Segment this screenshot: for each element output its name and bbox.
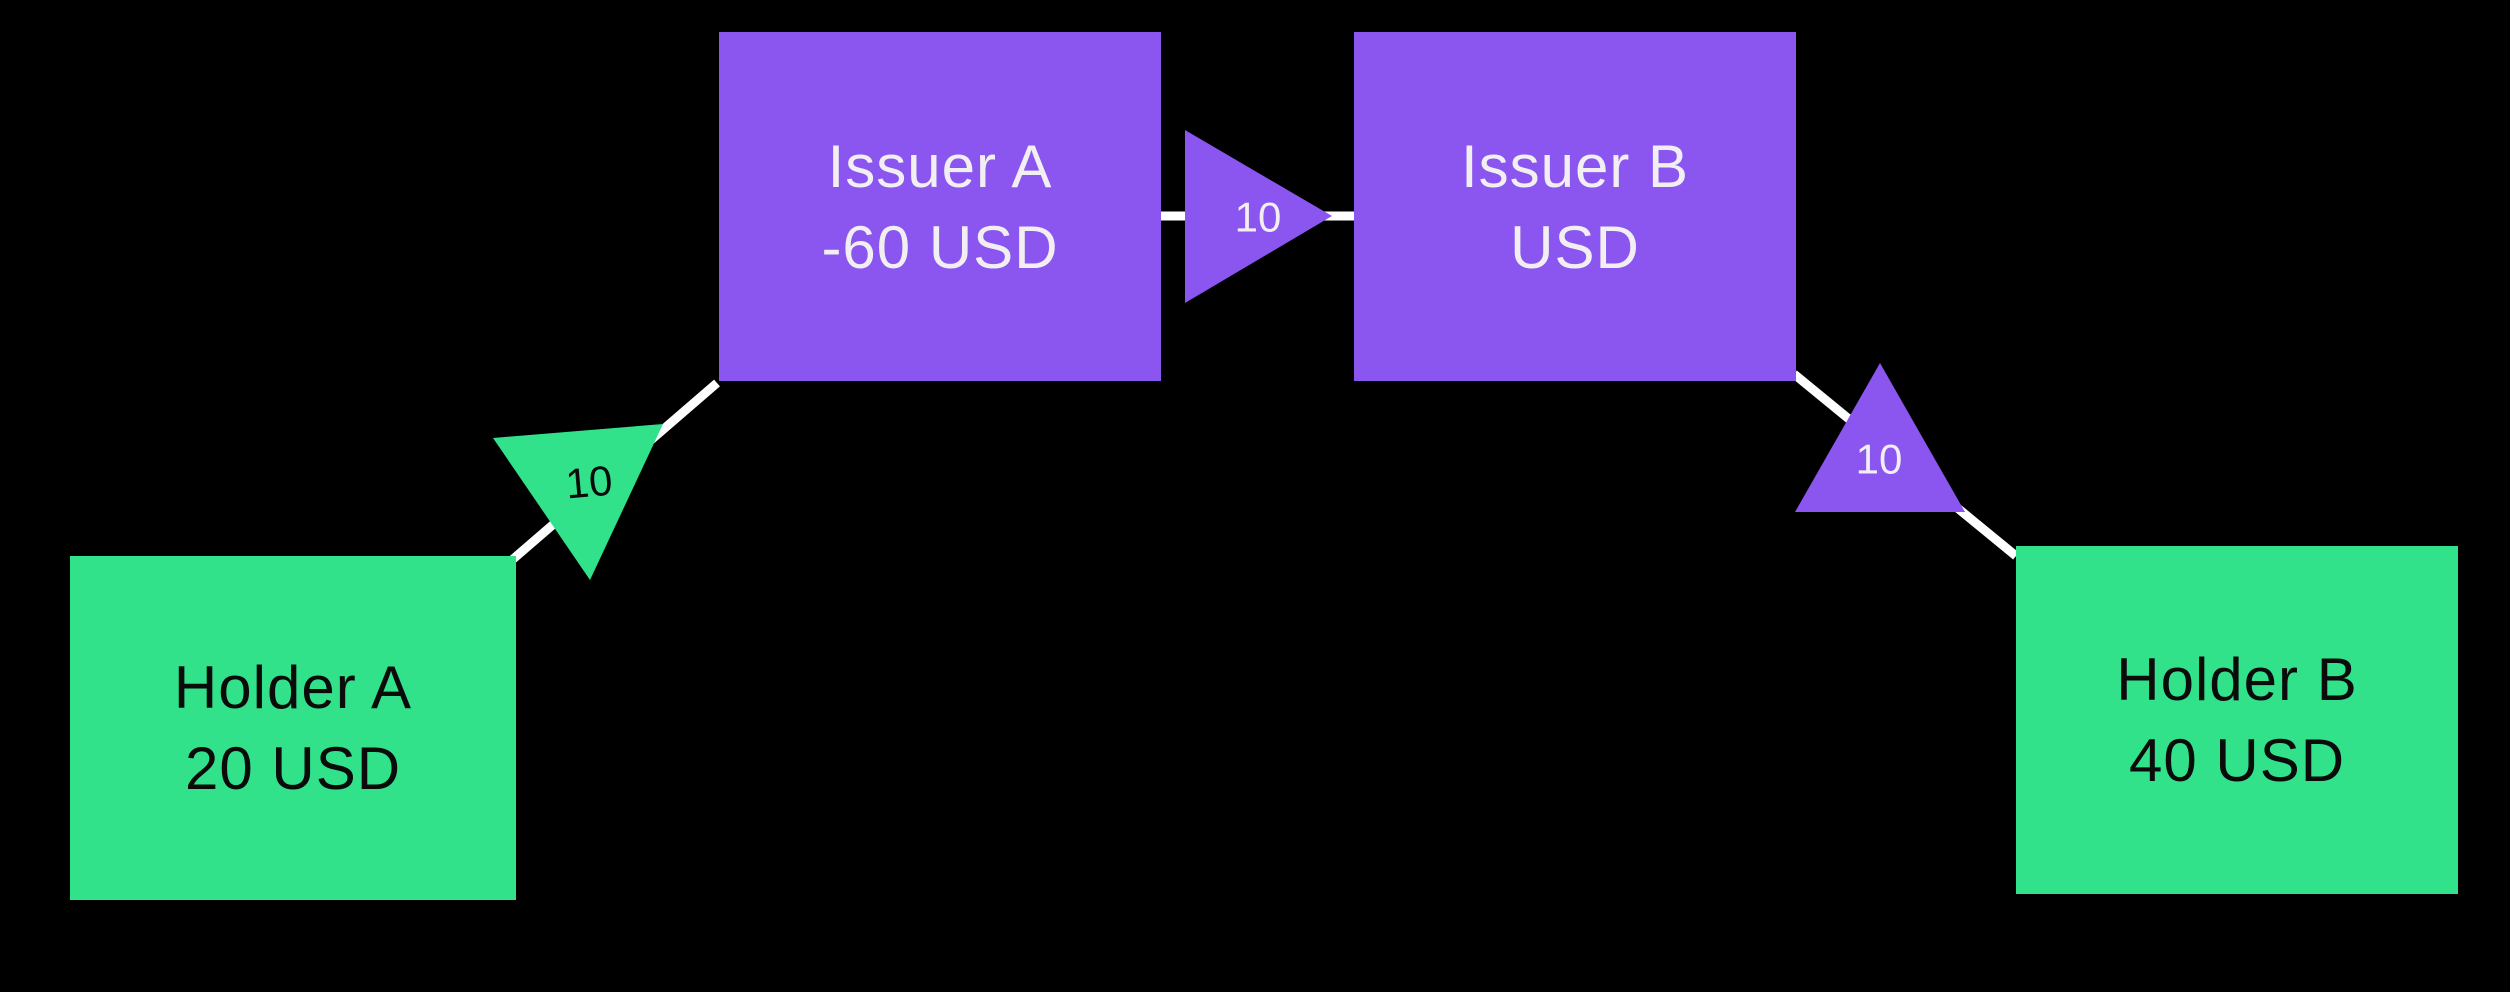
node-issuer-b[interactable]: Issuer B USD (1354, 32, 1796, 381)
node-balance: 20 USD (184, 735, 402, 802)
node-issuer-a[interactable]: Issuer A -60 USD (719, 32, 1161, 381)
node-balance: USD (1510, 213, 1640, 281)
node-title: Holder B (2116, 646, 2358, 713)
node-title: Holder A (173, 654, 413, 721)
node-title: Issuer A (827, 132, 1053, 200)
node-balance: 40 USD (2128, 727, 2346, 794)
edge-amount-label: 10 (564, 457, 615, 508)
node-holder-a[interactable]: Holder A 20 USD (70, 556, 516, 900)
node-holder-b[interactable]: Holder B 40 USD (2016, 546, 2458, 894)
arrow-marker-issuer-b-holder-b (1795, 363, 1965, 512)
node-balance: -60 USD (821, 213, 1059, 281)
edge-amount-label: 10 (1856, 436, 1903, 483)
edge-amount-label: 10 (1235, 194, 1282, 241)
arrow-marker-holder-a-issuer-a (493, 424, 663, 580)
node-title: Issuer B (1460, 132, 1690, 200)
arrow-marker-issuer-a-issuer-b (1185, 130, 1332, 303)
